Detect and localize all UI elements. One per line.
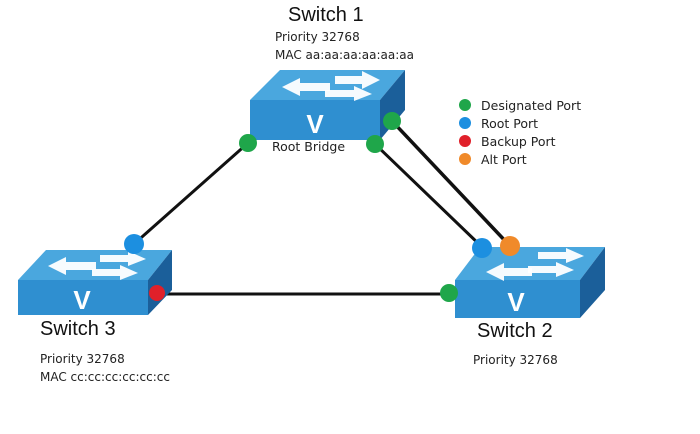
switch-3-title: Switch 3 <box>40 318 116 340</box>
link-s1-s3 <box>133 141 249 246</box>
switch-1-priority: Priority 32768 <box>275 30 360 44</box>
root-bridge-label: Root Bridge <box>272 139 346 154</box>
link-s1-s2-b <box>390 119 512 248</box>
switch-3-mac: MAC cc:cc:cc:cc:cc:cc <box>40 370 170 384</box>
legend-label: Alt Port <box>481 151 527 167</box>
port-s1-to-s2-designated-b[interactable] <box>383 112 401 130</box>
switch-2-glyph: V <box>507 287 525 317</box>
link-s1-s2-a <box>373 142 484 249</box>
designated-port-dot-icon <box>459 99 471 111</box>
legend-label: Root Port <box>481 115 539 131</box>
root-port-dot-icon <box>459 117 471 129</box>
port-s3-backup[interactable] <box>149 285 165 301</box>
backup-port-dot-icon <box>459 135 471 147</box>
legend-label: Designated Port <box>481 97 582 113</box>
port-s1-to-s2-designated-a[interactable] <box>366 135 384 153</box>
port-s1-to-s3-designated[interactable] <box>239 134 257 152</box>
legend-item-designated: Designated Port <box>459 96 581 114</box>
switch-3-icon[interactable]: V <box>18 250 172 315</box>
legend-item-backup: Backup Port <box>459 132 581 150</box>
switch-3-glyph: V <box>73 285 91 315</box>
switch-1-mac: MAC aa:aa:aa:aa:aa:aa <box>275 48 415 62</box>
switch-2-title: Switch 2 <box>477 320 553 342</box>
port-s2-root[interactable] <box>472 238 492 258</box>
switch-2-priority: Priority 32768 <box>473 353 558 367</box>
alt-port-dot-icon <box>459 153 471 165</box>
port-s3-root[interactable] <box>124 234 144 254</box>
legend-label: Backup Port <box>481 133 556 149</box>
switch-2-icon[interactable]: V <box>455 247 605 318</box>
switch-1-title: Switch 1 <box>288 4 364 26</box>
port-s2-alt[interactable] <box>500 236 520 256</box>
legend-item-alt: Alt Port <box>459 150 581 168</box>
legend-item-root: Root Port <box>459 114 581 132</box>
port-legend: Designated Port Root Port Backup Port Al… <box>459 96 581 168</box>
switch-1-icon[interactable]: V <box>250 70 405 140</box>
switch-3-priority: Priority 32768 <box>40 352 125 366</box>
switch-1-glyph: V <box>306 109 324 139</box>
port-s2-designated[interactable] <box>440 284 458 302</box>
